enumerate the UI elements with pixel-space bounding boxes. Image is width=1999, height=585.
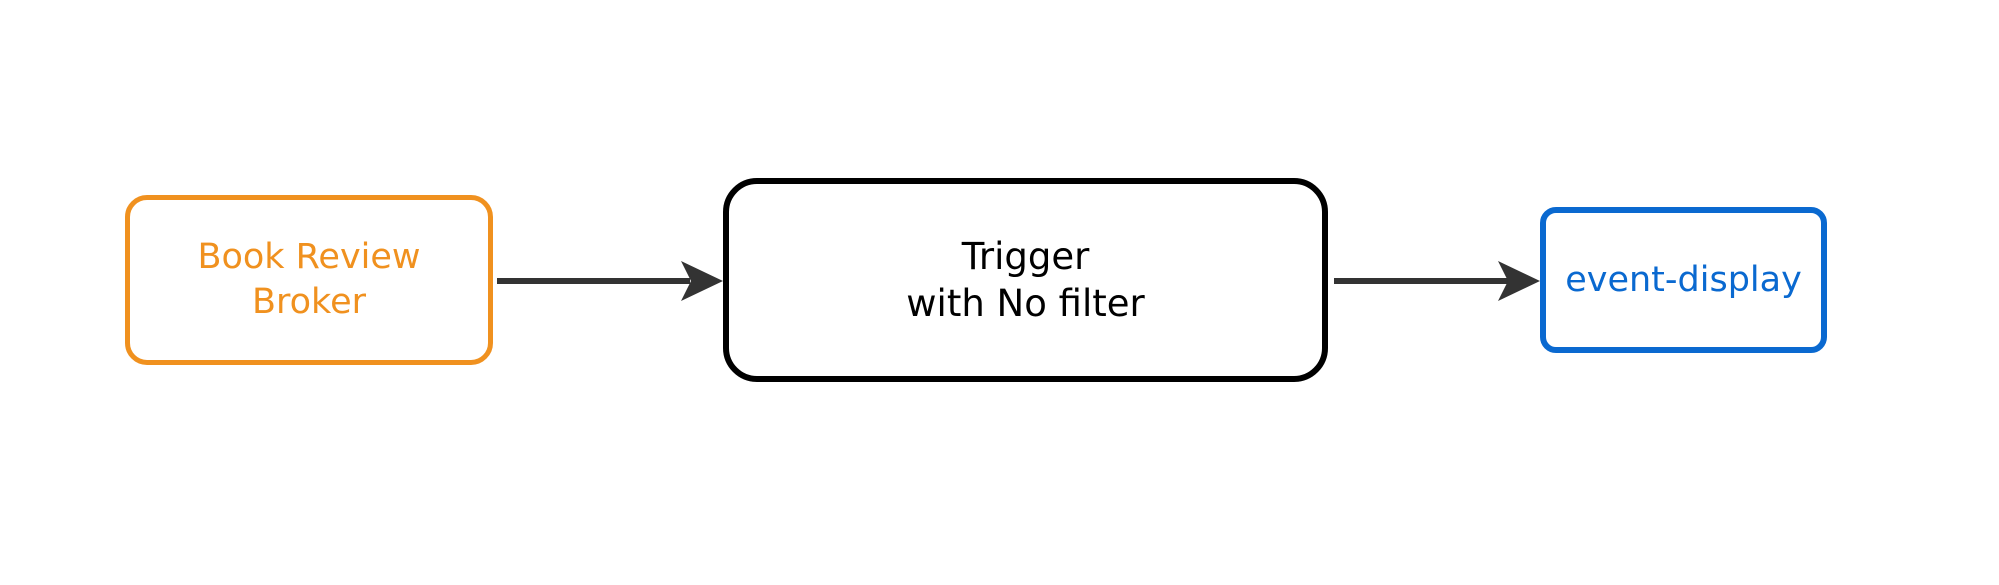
node-book-review-broker[interactable]: Book Review Broker [125, 195, 493, 365]
arrowhead-icon [1498, 261, 1540, 301]
node-trigger[interactable]: Trigger with No filter [723, 178, 1328, 382]
node-broker-label-line1: Book Review [197, 237, 421, 278]
node-trigger-label-line2: with No filter [906, 282, 1145, 325]
node-event-display[interactable]: event-display [1540, 207, 1827, 353]
node-sink-label-line1: event-display [1565, 259, 1802, 300]
node-broker-label-line2: Broker [252, 282, 366, 322]
edge-broker-to-trigger [497, 261, 723, 301]
edge-trigger-to-sink [1334, 261, 1540, 301]
arrowhead-icon [681, 261, 723, 301]
node-trigger-label-line1: Trigger [961, 234, 1090, 278]
